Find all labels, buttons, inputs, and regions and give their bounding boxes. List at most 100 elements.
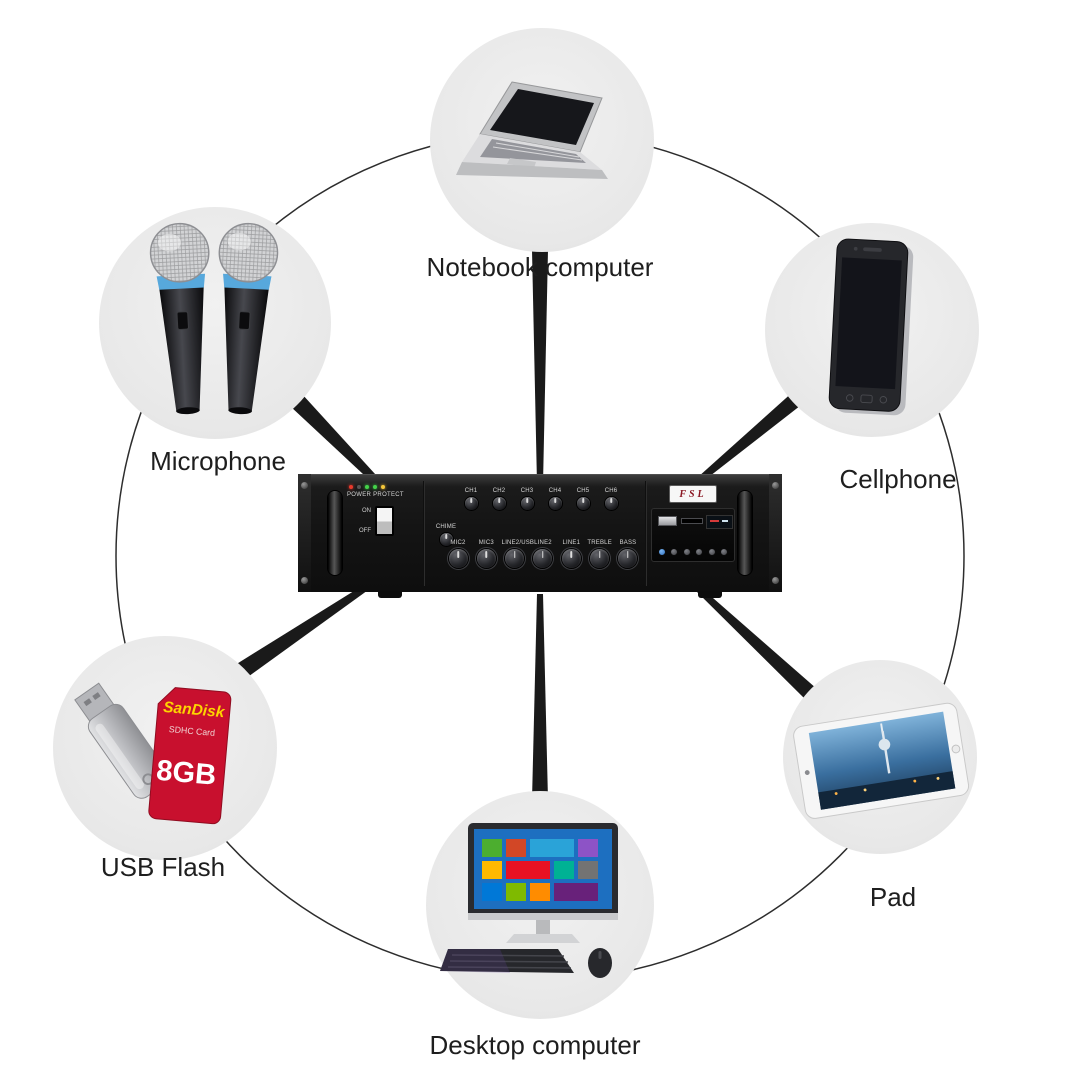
mixer-knob-row: MIC2 MIC3 LINE2/USB LINE2 LINE1 (445, 539, 641, 568)
ray-notebook (532, 250, 548, 484)
ch4-knob (548, 497, 562, 510)
node-cellphone (765, 223, 979, 437)
media-button (707, 548, 716, 556)
amplifier-front-panel: POWER PROTECT ON OFF CHIME CH1 (311, 474, 769, 592)
channel-4: CH4 (543, 487, 567, 510)
node-notebook (430, 28, 654, 252)
power-switch (375, 506, 394, 536)
line2-usb-knob (505, 549, 525, 568)
rack-handle-left (328, 491, 342, 575)
ray-desktop (532, 594, 548, 800)
bass-knob (618, 549, 638, 568)
status-leds (349, 485, 439, 489)
amp-foot (698, 591, 722, 598)
treble-knob (590, 549, 610, 568)
node-usb-flash: SanDisk SDHC Card 8GB (53, 636, 277, 860)
media-section: FSL (651, 485, 735, 562)
screw-icon (772, 482, 779, 489)
signal-led (373, 485, 377, 489)
microphone-illustration (149, 222, 278, 415)
tablet-camera (804, 770, 810, 775)
channel-6: CH6 (599, 487, 623, 510)
ch5-knob (576, 497, 590, 510)
sd-card: SanDisk SDHC Card 8GB (147, 687, 231, 825)
media-buttons (658, 548, 728, 556)
media-button (670, 548, 679, 556)
ch6-knob (604, 497, 618, 510)
signal-led (365, 485, 369, 489)
treble-control: TREBLE (587, 539, 613, 568)
protect-led (357, 485, 361, 489)
screw-icon (772, 577, 779, 584)
sd-card-slot (681, 518, 703, 524)
mic3-control: MIC3 (473, 539, 499, 568)
lcd-display (706, 515, 733, 529)
ray-usb (235, 576, 382, 679)
media-player (651, 508, 735, 562)
rack-ear-right (769, 474, 782, 592)
tablet-home-button (951, 744, 960, 754)
node-pad (783, 660, 977, 854)
power-section: POWER PROTECT ON OFF (347, 485, 439, 536)
media-button (695, 548, 704, 556)
usb-flash-illustration: SanDisk SDHC Card 8GB (73, 682, 231, 825)
desktop-illustration (440, 823, 618, 978)
mic2-control: MIC2 (445, 539, 471, 568)
node-microphone (99, 207, 331, 439)
switch-on-label: ON (362, 508, 371, 514)
screw-icon (301, 482, 308, 489)
line2-control: LINE2 (530, 539, 556, 568)
amp-foot (378, 591, 402, 598)
power-led (349, 485, 353, 489)
line2-usb-control: LINE2/USB (502, 539, 534, 568)
ch1-knob (464, 497, 478, 510)
media-button (682, 548, 691, 556)
media-button (719, 548, 728, 556)
smartphone-illustration (828, 238, 914, 416)
label-cellphone: Cellphone (839, 464, 957, 494)
ch2-knob (492, 497, 506, 510)
line1-knob (561, 549, 581, 568)
ch3-knob (520, 497, 534, 510)
label-pad: Pad (869, 882, 917, 912)
chime-knob (439, 533, 453, 546)
label-microphone: Microphone (150, 446, 286, 476)
rack-ear-left (298, 474, 311, 592)
channel-2: CH2 (487, 487, 511, 510)
line1-control: LINE1 (558, 539, 584, 568)
line2-knob (533, 549, 553, 568)
bluetooth-button (658, 548, 666, 556)
panel-divider (423, 481, 425, 586)
microphone-right (218, 222, 278, 415)
chime-label: CHIME (435, 524, 457, 530)
screw-icon (301, 577, 308, 584)
rack-handle-right (738, 491, 752, 575)
label-desktop: Desktop computer (429, 1030, 641, 1060)
power-protect-label: POWER PROTECT (347, 492, 404, 498)
brand-badge: FSL (669, 485, 717, 503)
channel-3: CH3 (515, 487, 539, 510)
chime-section: CHIME (429, 523, 463, 546)
channel-5: CH5 (571, 487, 595, 510)
bass-control: BASS (615, 539, 641, 568)
sd-capacity-text: 8GB (155, 755, 218, 792)
panel-divider (645, 481, 647, 586)
node-desktop (426, 791, 654, 1019)
ray-pad (693, 584, 817, 701)
mic2-knob (448, 549, 468, 568)
sd-type-text: SDHC Card (168, 724, 215, 738)
laptop-illustration (456, 81, 608, 179)
usb-stick (73, 682, 169, 799)
mouse (588, 948, 612, 978)
mic3-knob (476, 549, 496, 568)
label-usb-flash: USB Flash (100, 852, 226, 882)
amplifier-unit: POWER PROTECT ON OFF CHIME CH1 (298, 474, 782, 598)
switch-off-label: OFF (359, 528, 371, 534)
clip-led (381, 485, 385, 489)
windows-tiles (482, 839, 598, 901)
sd-brand-text: SanDisk (162, 699, 226, 721)
power-switch-group: ON OFF (359, 506, 439, 536)
usb-port (658, 516, 677, 526)
